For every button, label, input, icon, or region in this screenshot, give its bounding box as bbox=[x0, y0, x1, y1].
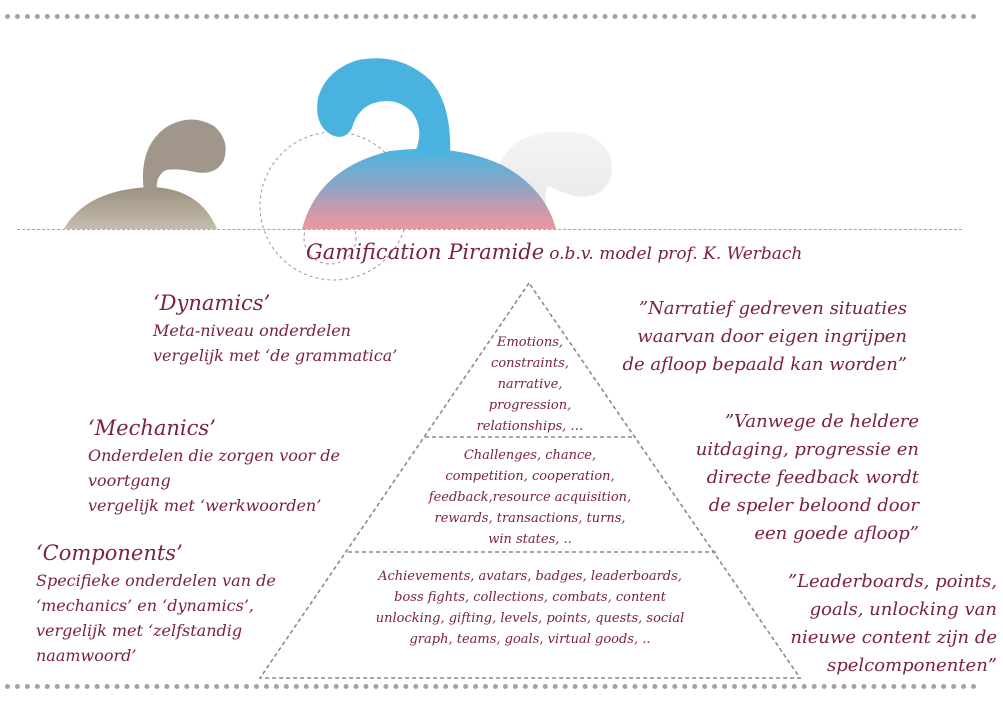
quote-line: waarvan door eigen ingrijpen bbox=[637, 326, 907, 347]
title-main: Gamification Piramide bbox=[306, 240, 545, 264]
dynamics-line: Meta-niveau onderdelen bbox=[153, 321, 351, 340]
pyramid-middle-item: win states, .. bbox=[488, 532, 572, 547]
mechanics-line: voortgang bbox=[88, 471, 171, 490]
pyramid-middle-text: Challenges, chance, competition, coopera… bbox=[390, 445, 670, 550]
quote-line: de speler beloond door bbox=[708, 495, 919, 516]
quote-line: ”Leaderboards, points, bbox=[787, 571, 997, 592]
pyramid-top-item: relationships, … bbox=[476, 419, 584, 434]
mechanics-line: Onderdelen die zorgen voor de bbox=[88, 446, 340, 465]
pyramid-top-item: narrative, bbox=[497, 377, 563, 392]
quote-line: ”Narratief gedreven situaties bbox=[638, 298, 907, 319]
dynamics-line: vergelijk met ‘de grammatica’ bbox=[153, 346, 398, 365]
mechanics-line: vergelijk met ‘werkwoorden’ bbox=[88, 496, 322, 515]
quote-line: de afloop bepaald kan worden” bbox=[622, 354, 907, 375]
pyramid-bottom-item: Achievements, avatars, badges, leaderboa… bbox=[378, 569, 682, 584]
quote-line: directe feedback wordt bbox=[706, 467, 919, 488]
pyramid-outline bbox=[258, 281, 802, 679]
title-sub: o.b.v. model prof. K. Werbach bbox=[549, 244, 803, 264]
pyramid-bottom-text: Achievements, avatars, badges, leaderboa… bbox=[340, 566, 720, 650]
pyramid-bottom-item: unlocking, gifting, levels, points, ques… bbox=[375, 611, 685, 626]
components-heading: ‘Components’ bbox=[36, 541, 183, 565]
pyramid-top-item: Emotions, bbox=[496, 335, 564, 350]
pyramid-bottom-item: graph, teams, goals, virtual goods, .. bbox=[409, 632, 651, 647]
pyramid-middle-item: feedback,resource acquisition, bbox=[428, 490, 632, 505]
top-border bbox=[5, 14, 977, 19]
components-line: naamwoord’ bbox=[36, 646, 137, 665]
quote-line: uitdaging, progressie en bbox=[695, 439, 919, 460]
taupe-sprout-shape bbox=[64, 119, 226, 229]
pyramid-middle-item: competition, cooperation, bbox=[445, 469, 615, 484]
bottom-border bbox=[5, 684, 977, 689]
mechanics-block: ‘Mechanics’ Onderdelen die zorgen voor d… bbox=[88, 413, 340, 518]
pyramid-top-text: Emotions, constraints, narrative, progre… bbox=[440, 332, 620, 437]
pyramid-top-item: constraints, bbox=[491, 356, 569, 371]
pyramid bbox=[258, 281, 802, 679]
dynamics-block: ‘Dynamics’ Meta-niveau onderdelen vergel… bbox=[153, 288, 397, 368]
pyramid-middle-item: Challenges, chance, bbox=[463, 448, 597, 463]
quote-dynamics: ”Narratief gedreven situaties waarvan do… bbox=[623, 295, 907, 379]
horizon-line bbox=[17, 229, 962, 230]
quote-line: nieuwe content zijn de bbox=[790, 627, 997, 648]
components-line: Specifieke onderdelen van de bbox=[36, 571, 276, 590]
quote-components: ”Leaderboards, points, goals, unlocking … bbox=[788, 568, 997, 680]
mechanics-heading: ‘Mechanics’ bbox=[88, 416, 216, 440]
pyramid-top-item: progression, bbox=[488, 398, 572, 413]
components-line: vergelijk met ‘zelfstandig bbox=[36, 621, 243, 640]
pyramid-middle-item: rewards, transactions, turns, bbox=[434, 511, 626, 526]
quote-line: een goede afloop” bbox=[754, 523, 919, 544]
components-block: ‘Components’ Specifieke onderdelen van d… bbox=[36, 538, 276, 668]
dynamics-heading: ‘Dynamics’ bbox=[153, 291, 271, 315]
quote-line: ”Vanwege de heldere bbox=[724, 411, 919, 432]
quote-line: goals, unlocking van bbox=[809, 599, 997, 620]
pyramid-bottom-item: boss fights, collections, combats, conte… bbox=[394, 590, 666, 605]
components-line: ‘mechanics’ en ‘dynamics’, bbox=[36, 596, 254, 615]
diagram-title: Gamification Piramide o.b.v. model prof.… bbox=[306, 240, 906, 264]
quote-line: spelcomponenten” bbox=[826, 655, 997, 676]
blue-pink-blob-shape bbox=[302, 58, 556, 229]
quote-mechanics: ”Vanwege de heldere uitdaging, progressi… bbox=[696, 408, 919, 548]
